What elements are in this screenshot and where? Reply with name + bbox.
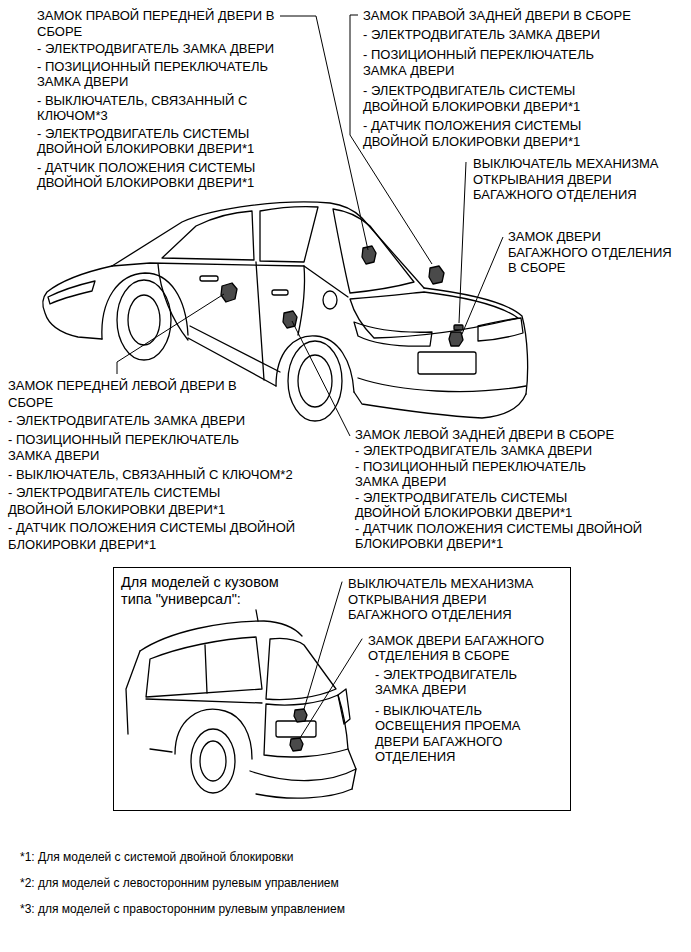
car-headlight	[48, 281, 95, 304]
wagon-wheel-arch	[175, 709, 252, 759]
door-lock-symbol	[362, 246, 376, 264]
part-label: ЗАМОК ЛЕВОЙ ЗАДНЕЙ ДВЕРИ В СБОРЕ	[355, 427, 667, 442]
leader-line	[280, 16, 368, 250]
component-label: - ЭЛЕКТРОДВИГАТЕЛЬ СИСТЕМЫ ДВОЙНОЙ БЛОКИ…	[8, 485, 272, 518]
door-lock-symbol	[283, 311, 297, 328]
car-door-split	[256, 262, 264, 380]
tailgate-lock-symbol	[290, 738, 303, 751]
wagon-hatch-glass	[266, 638, 336, 699]
inset-heading: Для моделей с кузовом типа "универсал":	[121, 574, 301, 608]
component-label: - ПОЗИЦИОННЫЙ ПЕРЕКЛЮЧАТЕЛЬ ЗАМКА ДВЕРИ	[8, 432, 272, 465]
component-label: - ПОЗИЦИОННЫЙ ПЕРЕКЛЮЧАТЕЛЬ ЗАМКА ДВЕРИ	[363, 47, 629, 79]
callout-group: ЗАМОК ДВЕРИ БАГАЖНОГО ОТДЕЛЕНИЯ В СБОРЕ	[508, 229, 682, 276]
leader-line	[304, 582, 342, 709]
trunk-switch-symbol	[454, 325, 463, 330]
footnote: *1: Для моделей с системой двойной блоки…	[20, 850, 660, 865]
car-right-side	[424, 288, 528, 394]
wagon-bumper	[250, 769, 356, 781]
part-label: ВЫКЛЮЧАТЕЛЬ МЕХАНИЗМА ОТКРЫВАНИЯ ДВЕРИ Б…	[473, 156, 683, 203]
part-label: ЗАМОК ПРАВОЙ ЗАДНЕЙ ДВЕРИ В СБОРЕ	[363, 8, 675, 24]
car-rear-lower	[354, 392, 526, 418]
component-label: - ЭЛЕКТРОДВИГАТЕЛЬ ЗАМКА ДВЕРИ	[363, 27, 629, 43]
leader-line	[300, 639, 362, 738]
component-label: - ДАТЧИК ПОЛОЖЕНИЯ СИСТЕМЫ ДВОЙНОЙ БЛОКИ…	[37, 160, 303, 191]
component-label: - ВЫКЛЮЧАТЕЛЬ, СВЯЗАННЫЙ С КЛЮЧОМ*2	[8, 467, 320, 484]
footnote: *2: для моделей с левосторонним рулевым …	[20, 876, 660, 891]
footnote: *3: для моделей с правосторонним рулевым…	[20, 902, 660, 917]
wagon-tail-light	[338, 689, 350, 724]
component-label: - ЭЛЕКТРОДВИГАТЕЛЬ ЗАМКА ДВЕРИ	[37, 41, 303, 57]
car-front-wheel-arch	[102, 273, 188, 339]
inset-box: ВЫКЛЮЧАТЕЛЬ МЕХАНИЗМА ОТКРЫВАНИЯ ДВЕРИ Б…	[113, 567, 571, 811]
part-label: ВЫКЛЮЧАТЕЛЬ МЕХАНИЗМА ОТКРЫВАНИЯ ДВЕРИ Б…	[348, 576, 560, 623]
leader-line	[117, 294, 224, 374]
wagon-bottom	[256, 789, 352, 798]
wagon-hatch-lower	[264, 695, 348, 757]
car-front-side-window	[162, 211, 254, 260]
component-label: - ЭЛЕКТРОДВИГАТЕЛЬ СИСТЕМЫ ДВОЙНОЙ БЛОКИ…	[355, 490, 621, 520]
wagon-hub	[200, 741, 226, 781]
leader-line	[459, 162, 466, 323]
wagon-license-plate	[276, 721, 316, 737]
callout-group: ЗАМОК ЛЕВОЙ ЗАДНЕЙ ДВЕРИ В СБОРЕ- ЭЛЕКТР…	[355, 427, 677, 551]
component-label: - ДАТЧИК ПОЛОЖЕНИЯ СИСТЕМЫ ДВОЙНОЙ БЛОКИ…	[8, 520, 320, 553]
component-label: - ДАТЧИК ПОЛОЖЕНИЯ СИСТЕМЫ ДВОЙНОЙ БЛОКИ…	[355, 521, 677, 551]
callout-group: ВЫКЛЮЧАТЕЛЬ МЕХАНИЗМА ОТКРЫВАНИЯ ДВЕРИ Б…	[473, 156, 683, 203]
part-label: ЗАМОК ПЕРЕДНЕЙ ЛЕВОЙ ДВЕРИ В СБОРЕ	[8, 378, 272, 411]
footnote-list: *1: Для моделей с системой двойной блоки…	[20, 850, 660, 917]
wagon-pillar	[205, 645, 207, 693]
wagon-lower-side	[150, 749, 172, 752]
car-trunk-lid	[350, 292, 518, 338]
car-rear-hub	[298, 355, 332, 407]
car-door-handle	[200, 276, 218, 281]
car-rear-side-window	[260, 207, 318, 262]
car-front-door-edge	[158, 264, 188, 340]
leader-line	[462, 237, 503, 334]
car-rear-tire	[288, 341, 342, 421]
wagon-front-pillar	[126, 651, 140, 734]
component-label: - ЭЛЕКТРОДВИГАТЕЛЬ ЗАМКА ДВЕРИ	[8, 413, 272, 430]
callout-group: ЗАМОК ПЕРЕДНЕЙ ЛЕВОЙ ДВЕРИ В СБОРЕ - ЭЛЕК…	[8, 378, 320, 553]
wagon-roof	[140, 621, 302, 651]
car-side-crease	[190, 326, 280, 372]
door-lock-symbol	[221, 283, 237, 302]
callout-group: ЗАМОК ПРАВОЙ ЗАДНЕЙ ДВЕРИ В СБОРЕ - ЭЛЕКТ…	[363, 8, 675, 150]
wagon-rear-corner	[348, 749, 356, 789]
tailgate-switch-symbol	[294, 709, 307, 722]
car-door-handle	[272, 290, 288, 295]
wagon-illustration	[126, 582, 362, 798]
component-label: - ЭЛЕКТРОДВИГАТЕЛЬ ЗАМКА ДВЕРИ	[375, 667, 547, 698]
component-label: - ПОЗИЦИОННЫЙ ПЕРЕКЛЮЧАТЕЛЬ ЗАМКА ДВЕРИ	[37, 59, 303, 90]
car-license-plate	[418, 352, 476, 374]
wagon-side-window	[146, 637, 262, 697]
wagon-antenna	[256, 610, 258, 621]
component-label: - ПОЗИЦИОННЫЙ ПЕРЕКЛЮЧАТЕЛЬ ЗАМКА ДВЕРИ	[355, 459, 621, 489]
part-label: ЗАМОК ДВЕРИ БАГАЖНОГО ОТДЕЛЕНИЯ В СБОРЕ	[508, 229, 682, 276]
component-label: - ЭЛЕКТРОДВИГАТЕЛЬ СИСТЕМЫ ДВОЙНОЙ БЛОКИ…	[37, 126, 303, 157]
component-label: - ДАТЧИК ПОЛОЖЕНИЯ СИСТЕМЫ ДВОЙНОЙ БЛОКИ…	[363, 118, 629, 150]
part-label: ЗАМОК ДВЕРИ БАГАЖНОГО ОТДЕЛЕНИЯ В СБОРЕ	[368, 633, 564, 664]
car-tail-light	[354, 322, 432, 346]
door-lock-symbol	[429, 266, 444, 284]
component-label: - ЭЛЕКТРОДВИГАТЕЛЬ ЗАМКА ДВЕРИ	[355, 443, 621, 458]
car-fuel-lid	[323, 291, 337, 309]
car-rear-door-edge	[298, 266, 305, 335]
wagon-tire	[191, 729, 235, 793]
component-label: - ВЫКЛЮЧАТЕЛЬ ОСВЕЩЕНИЯ ПРОЕМА ДВЕРИ БАГ…	[375, 703, 547, 765]
callout-column: ВЫКЛЮЧАТЕЛЬ МЕХАНИЗМА ОТКРЫВАНИЯ ДВЕРИ Б…	[348, 576, 564, 765]
leader-line	[292, 321, 350, 436]
component-label: - ВЫКЛЮЧАТЕЛЬ, СВЯЗАННЫЙ С КЛЮЧОМ*3	[37, 93, 303, 124]
callout-group: ЗАМОК ПРАВОЙ ПЕРЕДНЕЙ ДВЕРИ В СБОРЕ - ЭЛЕ…	[37, 8, 303, 191]
leader-lines	[117, 15, 503, 436]
wagon-belt-line	[146, 699, 262, 703]
car-rear-window	[333, 209, 414, 293]
car-tail-light	[478, 318, 523, 341]
part-label: ЗАМОК ПРАВОЙ ПЕРЕДНЕЙ ДВЕРИ В СБОРЕ	[37, 8, 303, 39]
component-label: - ЭЛЕКТРОДВИГАТЕЛЬ СИСТЕМЫ ДВОЙНОЙ БЛОКИ…	[363, 83, 629, 115]
car-bumper	[358, 378, 526, 392]
trunk-lock-symbol	[449, 332, 463, 346]
